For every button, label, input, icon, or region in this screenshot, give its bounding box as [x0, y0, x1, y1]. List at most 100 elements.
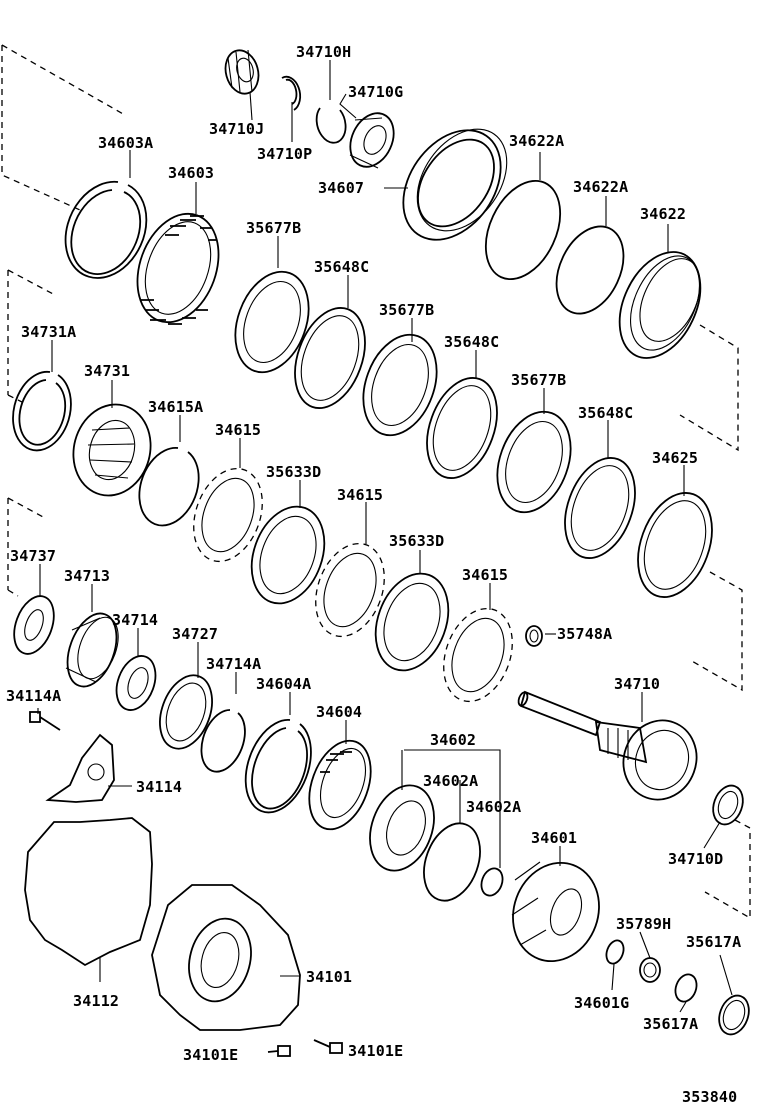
snap-ring-34731A — [12, 370, 72, 452]
ring-34615-3 — [443, 607, 513, 703]
label-34603A: 34603A — [98, 134, 153, 152]
label-34615-2: 34615 — [337, 486, 383, 504]
label-35789H: 35789H — [616, 915, 671, 933]
label-34601G: 34601G — [574, 994, 629, 1012]
piston-34622 — [618, 251, 702, 359]
ring-34710D — [712, 784, 744, 826]
clutch-drum-34601 — [511, 861, 600, 963]
leader-lines — [37, 60, 733, 1013]
label-34604A: 34604A — [256, 675, 311, 693]
snap-ring-34603A — [64, 180, 148, 279]
bolt-34101E-2 — [313, 1039, 343, 1054]
snap-ring-34604A — [244, 719, 312, 814]
washer-34737 — [13, 595, 55, 655]
case-34101 — [151, 884, 301, 1031]
label-34622: 34622 — [640, 205, 686, 223]
intermediate-shaft-34710 — [517, 690, 698, 801]
plate-35677B-2 — [362, 333, 438, 437]
snap-ring-34615A — [138, 447, 200, 527]
label-34601: 34601 — [531, 829, 577, 847]
label-35648C-2: 35648C — [444, 333, 499, 351]
ring-35617A-2 — [718, 994, 750, 1036]
label-34714A: 34714A — [206, 655, 261, 673]
label-34731A: 34731A — [21, 323, 76, 341]
label-34710J: 34710J — [209, 120, 264, 138]
label-34622A-2: 34622A — [573, 178, 628, 196]
snap-ring-34714A — [200, 709, 246, 773]
label-34737: 34737 — [10, 547, 56, 565]
label-35617A-1: 35617A — [686, 933, 741, 951]
ring-35617A-1 — [674, 973, 698, 1003]
part-labels: 34710H 34710G 34710J 34710P 34603A 34603… — [6, 43, 741, 1106]
label-35633D-2: 35633D — [389, 532, 444, 550]
label-34602: 34602 — [430, 731, 476, 749]
label-34604: 34604 — [316, 703, 362, 721]
label-35748A: 35748A — [557, 625, 612, 643]
disc-35648C-2 — [426, 377, 498, 479]
label-35648C-3: 35648C — [578, 404, 633, 422]
plate-35633D-2 — [374, 572, 450, 672]
label-34602A-1: 34602A — [423, 772, 478, 790]
label-34603: 34603 — [168, 164, 214, 182]
label-34622A-1: 34622A — [509, 132, 564, 150]
bearing-34713 — [65, 612, 119, 688]
disc-35648C-3 — [564, 457, 636, 559]
assembly-guide-lines — [1, 44, 751, 920]
one-way-clutch-34604 — [308, 739, 372, 831]
label-34101: 34101 — [306, 968, 352, 986]
label-34615A: 34615A — [148, 398, 203, 416]
label-35648C-1: 35648C — [314, 258, 369, 276]
snap-ring-34710H — [315, 107, 347, 144]
label-34710P: 34710P — [257, 145, 312, 163]
label-34101E-1: 34101E — [183, 1046, 238, 1064]
label-34714: 34714 — [112, 611, 158, 629]
label-34607: 34607 — [318, 179, 364, 197]
label-34710: 34710 — [614, 675, 660, 693]
label-34710D: 34710D — [668, 850, 723, 868]
ring-34615-1 — [193, 467, 263, 563]
o-ring-34622A-small — [555, 225, 625, 315]
piston-34602 — [369, 784, 435, 872]
label-34101E-2: 34101E — [348, 1042, 403, 1060]
washer-35748A — [525, 625, 543, 647]
label-34114: 34114 — [136, 778, 182, 796]
label-34710G: 34710G — [348, 83, 403, 101]
one-way-clutch-34603 — [136, 212, 220, 325]
label-34112: 34112 — [73, 992, 119, 1010]
disc-35648C-1 — [294, 307, 366, 409]
label-34731: 34731 — [84, 362, 130, 380]
label-34615-3: 34615 — [462, 566, 508, 584]
washer-34727 — [159, 674, 213, 750]
label-35677B-1: 35677B — [246, 219, 301, 237]
label-35617A-2: 35617A — [643, 1015, 698, 1033]
catalog-number: 353840 — [682, 1088, 737, 1106]
bolt-34101E-1 — [267, 1045, 291, 1057]
label-34625: 34625 — [652, 449, 698, 467]
label-34727: 34727 — [172, 625, 218, 643]
label-34710H: 34710H — [296, 43, 351, 61]
ring-34615-2 — [315, 542, 385, 638]
plate-34114 — [45, 733, 115, 803]
bearing-34714 — [115, 655, 157, 711]
drum-34607 — [402, 128, 508, 241]
plate-35633D-1 — [250, 505, 326, 605]
label-34615-1: 34615 — [215, 421, 261, 439]
bushing-35789H — [639, 957, 661, 983]
gasket-34112 — [24, 817, 153, 967]
flange-34625 — [637, 492, 713, 598]
snap-ring-34710P — [281, 75, 302, 111]
label-34114A: 34114A — [6, 687, 61, 705]
hub-34731 — [72, 403, 152, 497]
label-35633D-1: 35633D — [266, 463, 321, 481]
plate-35677B-3 — [496, 410, 572, 514]
bearing-34710J — [224, 49, 260, 95]
o-ring-34602A-small — [480, 867, 504, 897]
label-34602A-2: 34602A — [466, 798, 521, 816]
snap-ring-34601G — [605, 939, 625, 965]
o-ring-34622A-large — [484, 179, 562, 281]
bearing-34710G — [349, 112, 395, 169]
plate-35677B-1 — [234, 270, 310, 374]
label-34713: 34713 — [64, 567, 110, 585]
o-ring-34602A-large — [423, 822, 481, 902]
